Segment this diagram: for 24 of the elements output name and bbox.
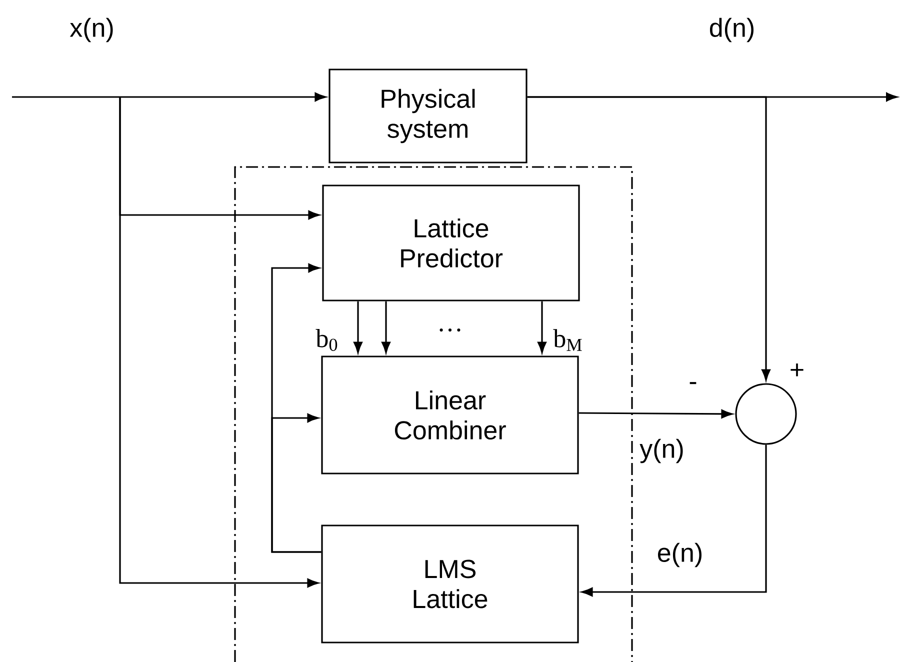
process-box: Physical system <box>328 68 528 164</box>
arrow <box>538 301 546 354</box>
arrow <box>119 97 319 588</box>
minus-sign: - <box>690 382 696 384</box>
arrow <box>581 444 767 596</box>
process-box: Lattice Predictor <box>322 184 580 302</box>
plus-sign: + <box>790 364 804 376</box>
arrow <box>578 409 733 418</box>
process-box: LMS Lattice <box>321 524 579 644</box>
summing-junction <box>735 383 797 445</box>
arrow <box>354 301 362 354</box>
arrow <box>12 92 326 102</box>
edge-label: x(n) <box>68 16 116 44</box>
edge-label: b$_{M}$ <box>552 328 584 352</box>
ellipsis: … <box>440 328 460 332</box>
process-box: Linear Combiner <box>321 356 579 474</box>
edge-label: b$_{0}$ <box>314 328 340 352</box>
dash-dot-boundary <box>234 166 633 662</box>
edge-label: e(n) <box>656 542 704 568</box>
arrow <box>527 96 770 381</box>
arrow <box>271 414 322 553</box>
arrow <box>382 301 390 354</box>
edge-label: y(n) <box>638 438 686 464</box>
edge-label: d(n) <box>708 16 756 44</box>
